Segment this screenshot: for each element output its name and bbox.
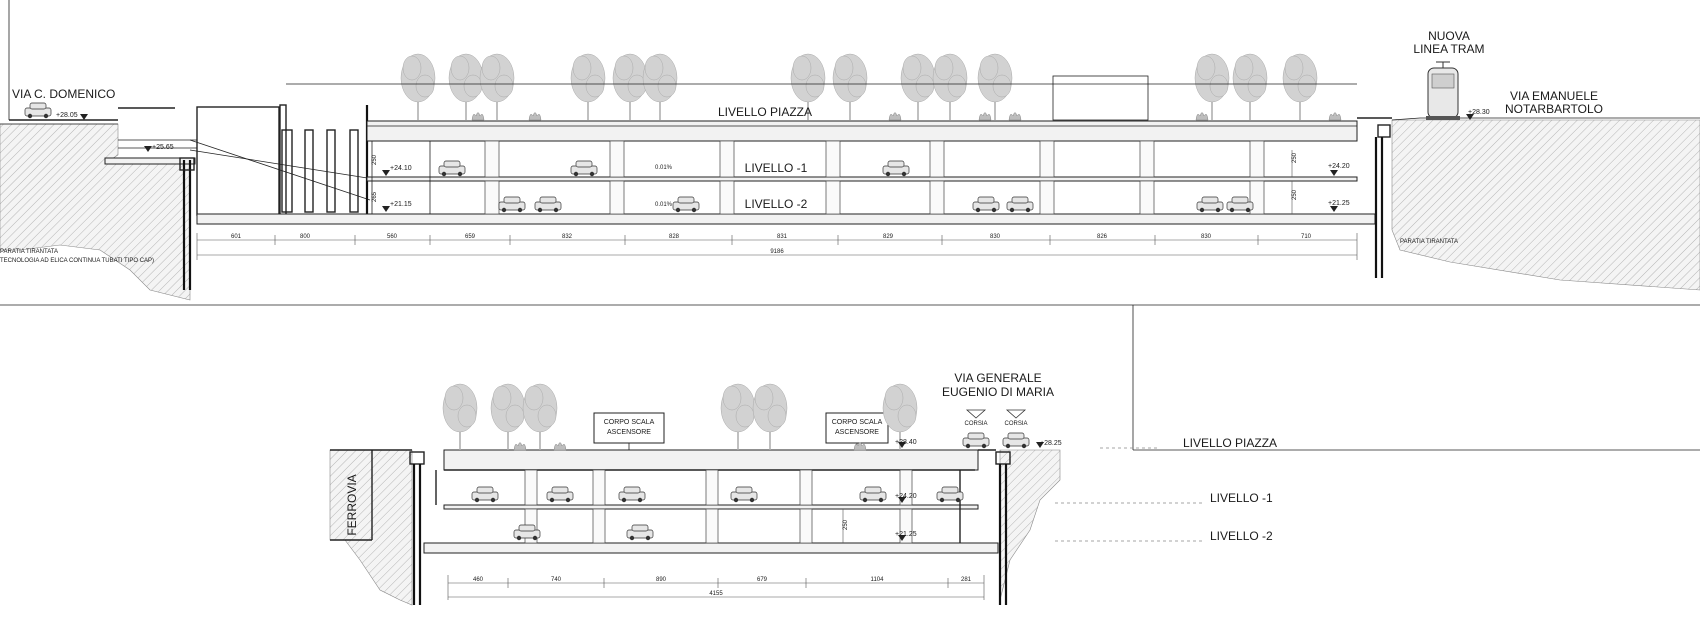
dim-total-top: 9186 (770, 249, 784, 255)
dim-label: 829 (883, 234, 894, 240)
plaza-slab-top (366, 120, 1358, 142)
slope-b: 0.01% (655, 202, 673, 208)
level-minus1-label-bottom: LIVELLO -1 (1210, 491, 1273, 505)
ferrovia-label: FERROVIA (345, 474, 359, 535)
bottom-section (329, 383, 1205, 606)
dim-label: 1104 (871, 577, 885, 583)
height-250-a: 250 (372, 154, 378, 165)
level-minus1-label-top: LIVELLO -1 (745, 161, 808, 175)
top-section (0, 0, 1700, 451)
slope-a: 0.01% (655, 165, 673, 171)
pile-left-line1: PARATIA TIRANTATA (0, 249, 58, 255)
dim-label: 828 (669, 234, 680, 240)
shrubs-bottom (513, 442, 867, 451)
slab-minus1-top (366, 176, 1358, 182)
street-via-c-domenico: VIA C. DOMENICO (12, 87, 115, 101)
dim-label: 601 (231, 234, 242, 240)
street-via-generale-line1: VIA GENERALE (954, 371, 1041, 385)
dim-label: 659 (465, 234, 476, 240)
slab-minus2-bottom (423, 542, 999, 554)
slab-minus2-top (196, 213, 1376, 225)
dim-label: 832 (562, 234, 573, 240)
soil-left-top (0, 123, 191, 301)
dim-label: 679 (757, 577, 768, 583)
elev-28-05: +28.05 (56, 112, 78, 119)
tram-label-line1: NUOVA (1428, 29, 1470, 43)
labels-top: VIA C. DOMENICO NUOVA LINEA TRAM VIA EMA… (0, 29, 1603, 264)
cars-minus2-bottom (513, 524, 654, 541)
stair-box-a (593, 412, 665, 444)
dimension-chain-top (196, 144, 1358, 260)
dimension-chain-bottom (447, 509, 985, 600)
dim-label: 560 (387, 234, 398, 240)
stair-a-line2: ASCENSORE (607, 429, 651, 436)
labels-bottom: FERROVIA CORPO SCALA ASCENSORE CORPO SCA… (345, 371, 1277, 597)
stair-b-line2: ASCENSORE (835, 429, 879, 436)
street-via-emanuele-line2: NOTARBARTOLO (1505, 102, 1603, 116)
dimension-labels-bottom: 460 740 890 679 1104 281 4155 (473, 577, 972, 597)
shrubs-top (471, 112, 1342, 121)
level-minus2-label-top: LIVELLO -2 (745, 197, 808, 211)
elev-28-40: +28.40 (895, 439, 917, 446)
level-minus2-label-bottom: LIVELLO -2 (1210, 529, 1273, 543)
height-250-b: 250 (1292, 152, 1298, 163)
corsia-markers (965, 409, 1027, 419)
dim-label: 281 (961, 577, 972, 583)
soil-right-bottom (999, 449, 1061, 601)
height-250-c: 250 (1292, 189, 1298, 200)
level-plaza-label-bottom: LIVELLO PIAZZA (1183, 436, 1277, 450)
elevation-markers-top (80, 114, 1474, 212)
dim-total-bottom: 4155 (709, 591, 723, 597)
soil-left-bottom (329, 449, 413, 606)
elev-24-20-bottom: +24.20 (895, 493, 917, 500)
elev-21-15: +21.15 (390, 201, 412, 208)
dim-label: 830 (990, 234, 1001, 240)
elev-24-20-top: +24.20 (1328, 163, 1350, 170)
level-plaza-label-top: LIVELLO PIAZZA (718, 105, 812, 119)
dim-label: 800 (300, 234, 311, 240)
columns-minus2 (484, 180, 1265, 215)
tram-label-line2: LINEA TRAM (1413, 42, 1484, 56)
street-via-emanuele-line1: VIA EMANUELE (1510, 89, 1598, 103)
pile-right-label: PARATIA TIRANTATA (1400, 239, 1458, 245)
plaza-slab-bottom (443, 449, 979, 471)
dim-label: 831 (777, 234, 788, 240)
soil-right-top (1391, 119, 1700, 291)
ramp-structure (196, 106, 280, 216)
dim-label: 460 (473, 577, 484, 583)
tram-icon (1426, 61, 1460, 120)
stair-b-line1: CORPO SCALA (832, 419, 883, 426)
corsia-a-label: CORSIA (964, 421, 987, 427)
elev-28-30: +28.30 (1468, 109, 1490, 116)
dim-label: 710 (1301, 234, 1312, 240)
columns-minus1 (484, 140, 1265, 178)
elev-21-25-top: +21.25 (1328, 200, 1350, 207)
dim-label: 830 (1201, 234, 1212, 240)
elev-21-25-bottom: +21.25 (895, 531, 917, 538)
pile-left-line2: TECNOLOGIA AD ELICA CONTINUA TUBATI TIPO… (0, 258, 154, 264)
dim-label: 826 (1097, 234, 1108, 240)
level-reference-lines (1055, 447, 1205, 542)
slab-minus1-bottom (443, 504, 979, 510)
street-via-generale-line2: EUGENIO DI MARIA (942, 385, 1054, 399)
dim-label: 740 (551, 577, 562, 583)
stair-box-b (825, 412, 889, 444)
corsia-b-label: CORSIA (1004, 421, 1027, 427)
height-265: 265 (372, 191, 378, 202)
trees-top (400, 53, 1318, 121)
elev-28-25: +28.25 (1040, 440, 1062, 447)
elevation-markers-bottom (898, 442, 1044, 541)
elev-25-65: +25.65 (152, 144, 174, 151)
height-250-bottom: 250 (843, 519, 849, 530)
dim-label: 890 (656, 577, 667, 583)
elev-24-10: +24.10 (390, 165, 412, 172)
cars-street (962, 432, 1030, 449)
dimension-labels-top: 601 800 560 659 832 828 831 829 830 826 … (231, 234, 1312, 255)
stair-a-line1: CORPO SCALA (604, 419, 655, 426)
